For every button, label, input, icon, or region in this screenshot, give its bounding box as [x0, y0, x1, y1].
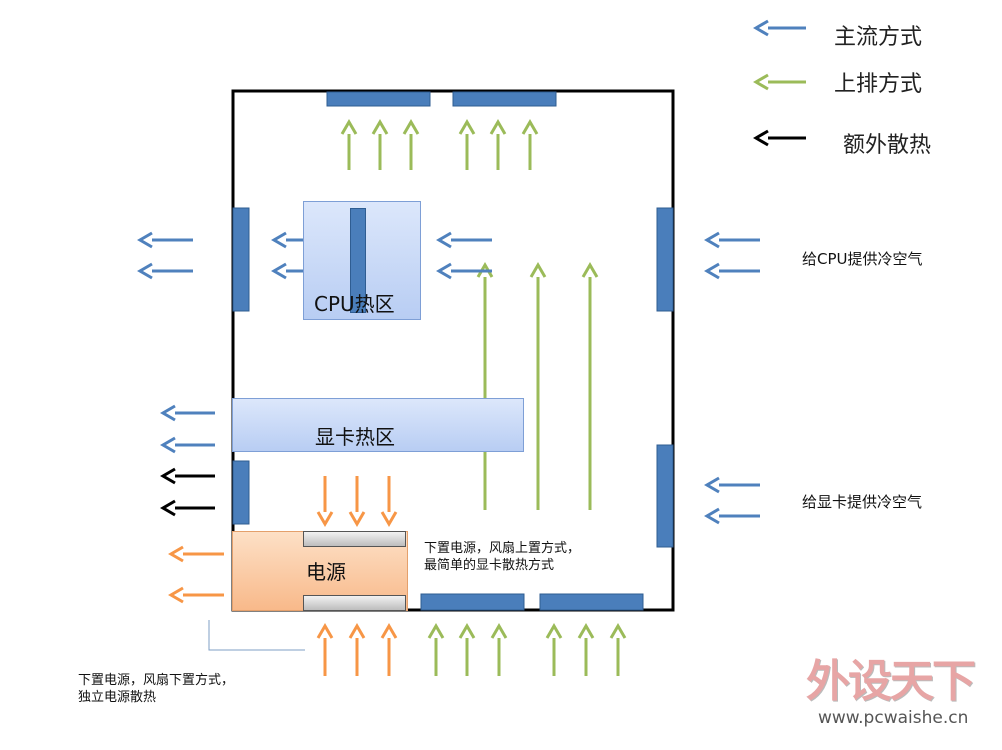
- gpu-intake-note: 给显卡提供冷空气: [802, 493, 923, 511]
- front-fan-lower: [656, 444, 674, 548]
- legend-blue-arrow: [753, 19, 806, 37]
- psu-exhaust-arrow: [168, 545, 224, 563]
- legend-top-exhaust-label: 上排方式: [834, 72, 923, 97]
- rear-exhaust-arrow: [137, 231, 193, 249]
- cpu-intake-note: 给CPU提供冷空气: [802, 250, 923, 268]
- top-exhaust-arrow: [340, 119, 358, 170]
- psu-fan-bottom: [303, 595, 406, 611]
- bottom-intake-arrow: [490, 623, 508, 676]
- legend-green-arrow: [753, 73, 806, 91]
- front-fan-upper: [656, 207, 674, 312]
- front-intake-arrow: [704, 476, 760, 494]
- bottom-fan-left: [420, 593, 525, 611]
- top-fan-left: [326, 91, 431, 107]
- psu-bottom-fan-note-line1: 下置电源，风扇下置方式，: [78, 673, 235, 688]
- legend-mainstream-label: 主流方式: [834, 25, 923, 50]
- front-intake-arrow: [704, 262, 760, 280]
- bottom-intake-arrow: [577, 623, 595, 676]
- psu-intake-down-arrow: [316, 476, 334, 527]
- gpu-exhaust-arrow: [160, 404, 215, 422]
- bottom-intake-arrow: [458, 623, 476, 676]
- top-exhaust-arrow: [371, 119, 389, 170]
- front-intake-arrow: [704, 231, 760, 249]
- bottom-fan-right: [539, 593, 644, 611]
- bottom-intake-arrow: [427, 623, 445, 676]
- extra-cooling-arrow: [160, 499, 215, 517]
- psu-intake-down-arrow: [380, 476, 398, 527]
- rear-exhaust-arrow: [137, 262, 193, 280]
- cpu-flow-arrow: [436, 231, 492, 249]
- watermark-logo: 外设天下: [806, 656, 976, 707]
- gpu-exhaust-arrow: [160, 436, 215, 454]
- psu-intake-up-arrow: [348, 623, 366, 676]
- psu-intake-up-arrow: [380, 623, 398, 676]
- top-exhaust-arrow: [489, 119, 507, 170]
- top-fan-right: [452, 91, 557, 107]
- watermark: 外设天下 www.pcwaishe.cn: [806, 656, 992, 736]
- note-bracket: [208, 620, 305, 651]
- rear-fan-lower: [232, 460, 250, 525]
- extra-cooling-arrow: [160, 467, 215, 485]
- psu-top-fan-note: 下置电源，风扇上置方式， 最简单的显卡散热方式: [424, 540, 580, 574]
- top-exhaust-arrow: [458, 119, 476, 170]
- legend-black-arrow: [753, 129, 806, 147]
- gpu-zone-label: 显卡热区: [315, 425, 395, 449]
- psu-bottom-fan-note-line2: 独立电源散热: [78, 690, 157, 705]
- watermark-url: www.pcwaishe.cn: [818, 708, 969, 728]
- psu-exhaust-arrow: [168, 586, 224, 604]
- psu-label: 电源: [306, 560, 346, 584]
- cpu-zone-label: CPU热区: [314, 292, 395, 316]
- top-exhaust-arrow: [521, 119, 539, 170]
- psu-top-fan-note-line2: 最简单的显卡散热方式: [424, 558, 555, 573]
- cpu-cooler-fan: [350, 208, 366, 313]
- vertical-airflow-arrow: [581, 262, 599, 510]
- bottom-intake-arrow: [609, 623, 627, 676]
- rear-fan-upper: [232, 207, 250, 312]
- front-intake-arrow: [704, 507, 760, 525]
- top-exhaust-arrow: [402, 119, 420, 170]
- psu-intake-down-arrow: [348, 476, 366, 527]
- vertical-airflow-arrow: [476, 262, 494, 510]
- bottom-intake-arrow: [545, 623, 563, 676]
- psu-fan-top: [303, 531, 406, 547]
- legend-extra-cooling-label: 额外散热: [843, 133, 932, 158]
- psu-intake-up-arrow: [316, 623, 334, 676]
- psu-bottom-fan-note: 下置电源，风扇下置方式， 独立电源散热: [78, 672, 234, 706]
- cpu-flow-arrow: [436, 262, 492, 280]
- vertical-airflow-arrow: [529, 262, 547, 510]
- psu-top-fan-note-line1: 下置电源，风扇上置方式，: [424, 541, 581, 556]
- gpu-hot-zone: [232, 398, 524, 452]
